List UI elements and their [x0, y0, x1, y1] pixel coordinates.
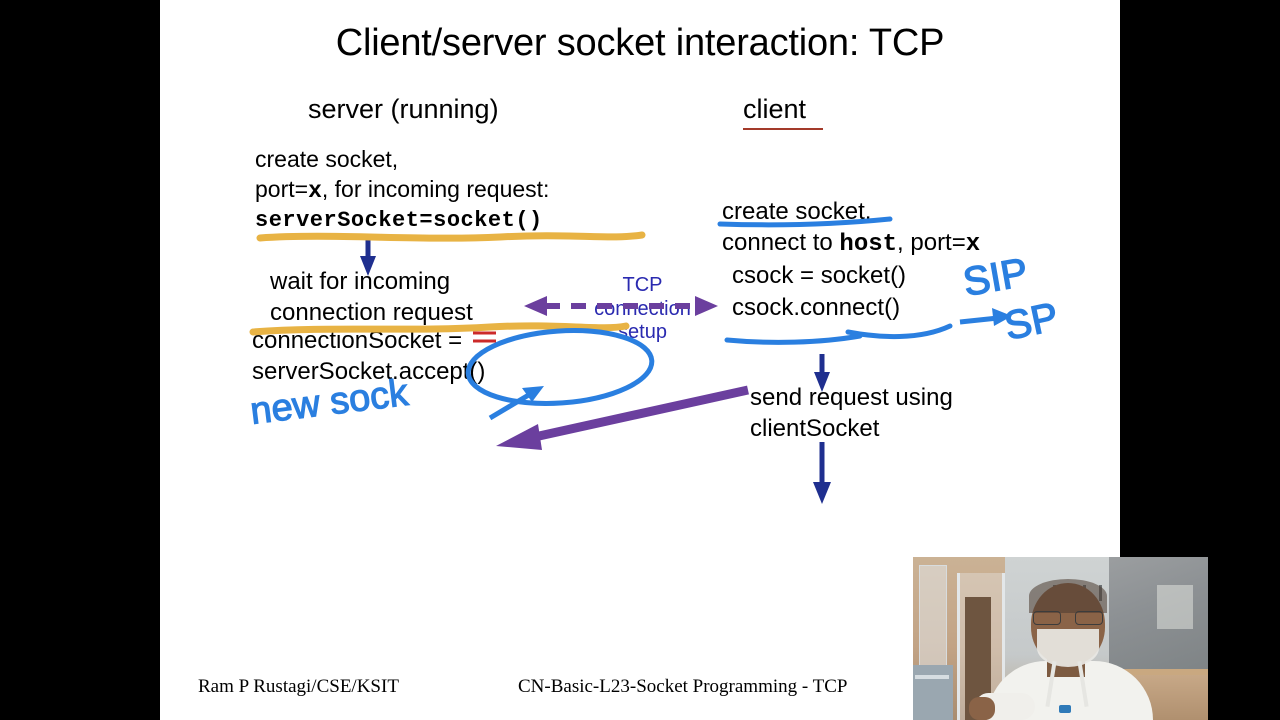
request-arrow-icon	[496, 385, 749, 450]
server-column-heading: server (running)	[308, 94, 499, 124]
webcam-cabinet	[913, 665, 953, 720]
client-column-heading: client	[743, 94, 807, 124]
tcp-label-line-2: connection	[594, 297, 691, 320]
client-send-request-block: send request using clientSocket	[750, 382, 953, 444]
client-flow-arrow-bottom-icon	[813, 442, 831, 504]
ink-arrow-new-sock	[488, 386, 544, 421]
server-create-code: serverSocket=socket()	[255, 207, 543, 233]
client-send-line-2: clientSocket	[750, 415, 880, 443]
presenter-hair	[1029, 579, 1107, 613]
client-connect-line: connect to host, port=x	[722, 227, 980, 260]
presenter-webcam-overlay[interactable]	[913, 557, 1208, 720]
tcp-label-line-3: setup	[618, 321, 667, 344]
client-send-line-1: send request using	[750, 384, 953, 411]
presenter-hand	[969, 697, 995, 720]
server-wait-line-1: wait for incoming	[270, 268, 451, 295]
client-heading-underline	[743, 128, 823, 130]
server-wait-block: wait for incoming connection request	[270, 266, 473, 328]
server-wait-line-2: connection request	[270, 299, 473, 327]
client-port-label: , port=	[897, 229, 966, 257]
lecture-slide: Client/server socket interaction: TCP se…	[160, 0, 1120, 720]
tcp-connection-setup-label: TCP connection setup	[570, 274, 715, 345]
server-port-label: port=	[255, 175, 309, 202]
server-create-line-1: create socket,	[255, 146, 399, 172]
server-port-suffix: , for incoming request:	[321, 175, 550, 202]
ink-stroke-to-sp	[845, 323, 953, 340]
presenter-beard	[1037, 629, 1099, 667]
footer-author: Ram P Rustagi/CSE/KSIT	[198, 676, 399, 697]
webcam-wall-poster	[1157, 585, 1193, 629]
server-create-line-2: port=x, for incoming request:	[255, 175, 549, 207]
server-accept-block: connectionSocket = serverSocket.accept()	[252, 325, 485, 387]
ink-underline-csock-connect	[724, 333, 863, 345]
client-csock-socket: csock = socket()	[732, 262, 907, 290]
handwriting-sp: SP	[1001, 295, 1062, 349]
presenter-badge	[1059, 705, 1071, 713]
server-accept-line-2: serverSocket.accept()	[252, 358, 486, 386]
server-accept-line-1: connectionSocket =	[252, 327, 463, 354]
webcam-cabinet-handle	[915, 675, 949, 679]
presenter-glasses-icon	[1033, 611, 1103, 625]
webcam-board-ledge	[1109, 669, 1208, 677]
server-port-value: x	[308, 177, 322, 204]
client-port-value: x	[965, 231, 981, 259]
client-create-socket-block: create socket, connect to host, port=x c…	[722, 196, 980, 323]
highlight-server-socket	[256, 231, 646, 242]
client-csock-connect: csock.connect()	[732, 293, 901, 321]
client-connect-prefix: connect to	[722, 229, 840, 257]
client-create-line-1: create socket,	[722, 198, 872, 225]
client-host-value: host	[839, 231, 898, 259]
tcp-label-line-1: TCP	[622, 274, 663, 296]
server-create-socket-block: create socket, port=x, for incoming requ…	[255, 145, 549, 235]
page-title: Client/server socket interaction: TCP	[335, 22, 945, 64]
footer-topic: CN-Basic-L23-Socket Programming - TCP	[518, 676, 848, 697]
